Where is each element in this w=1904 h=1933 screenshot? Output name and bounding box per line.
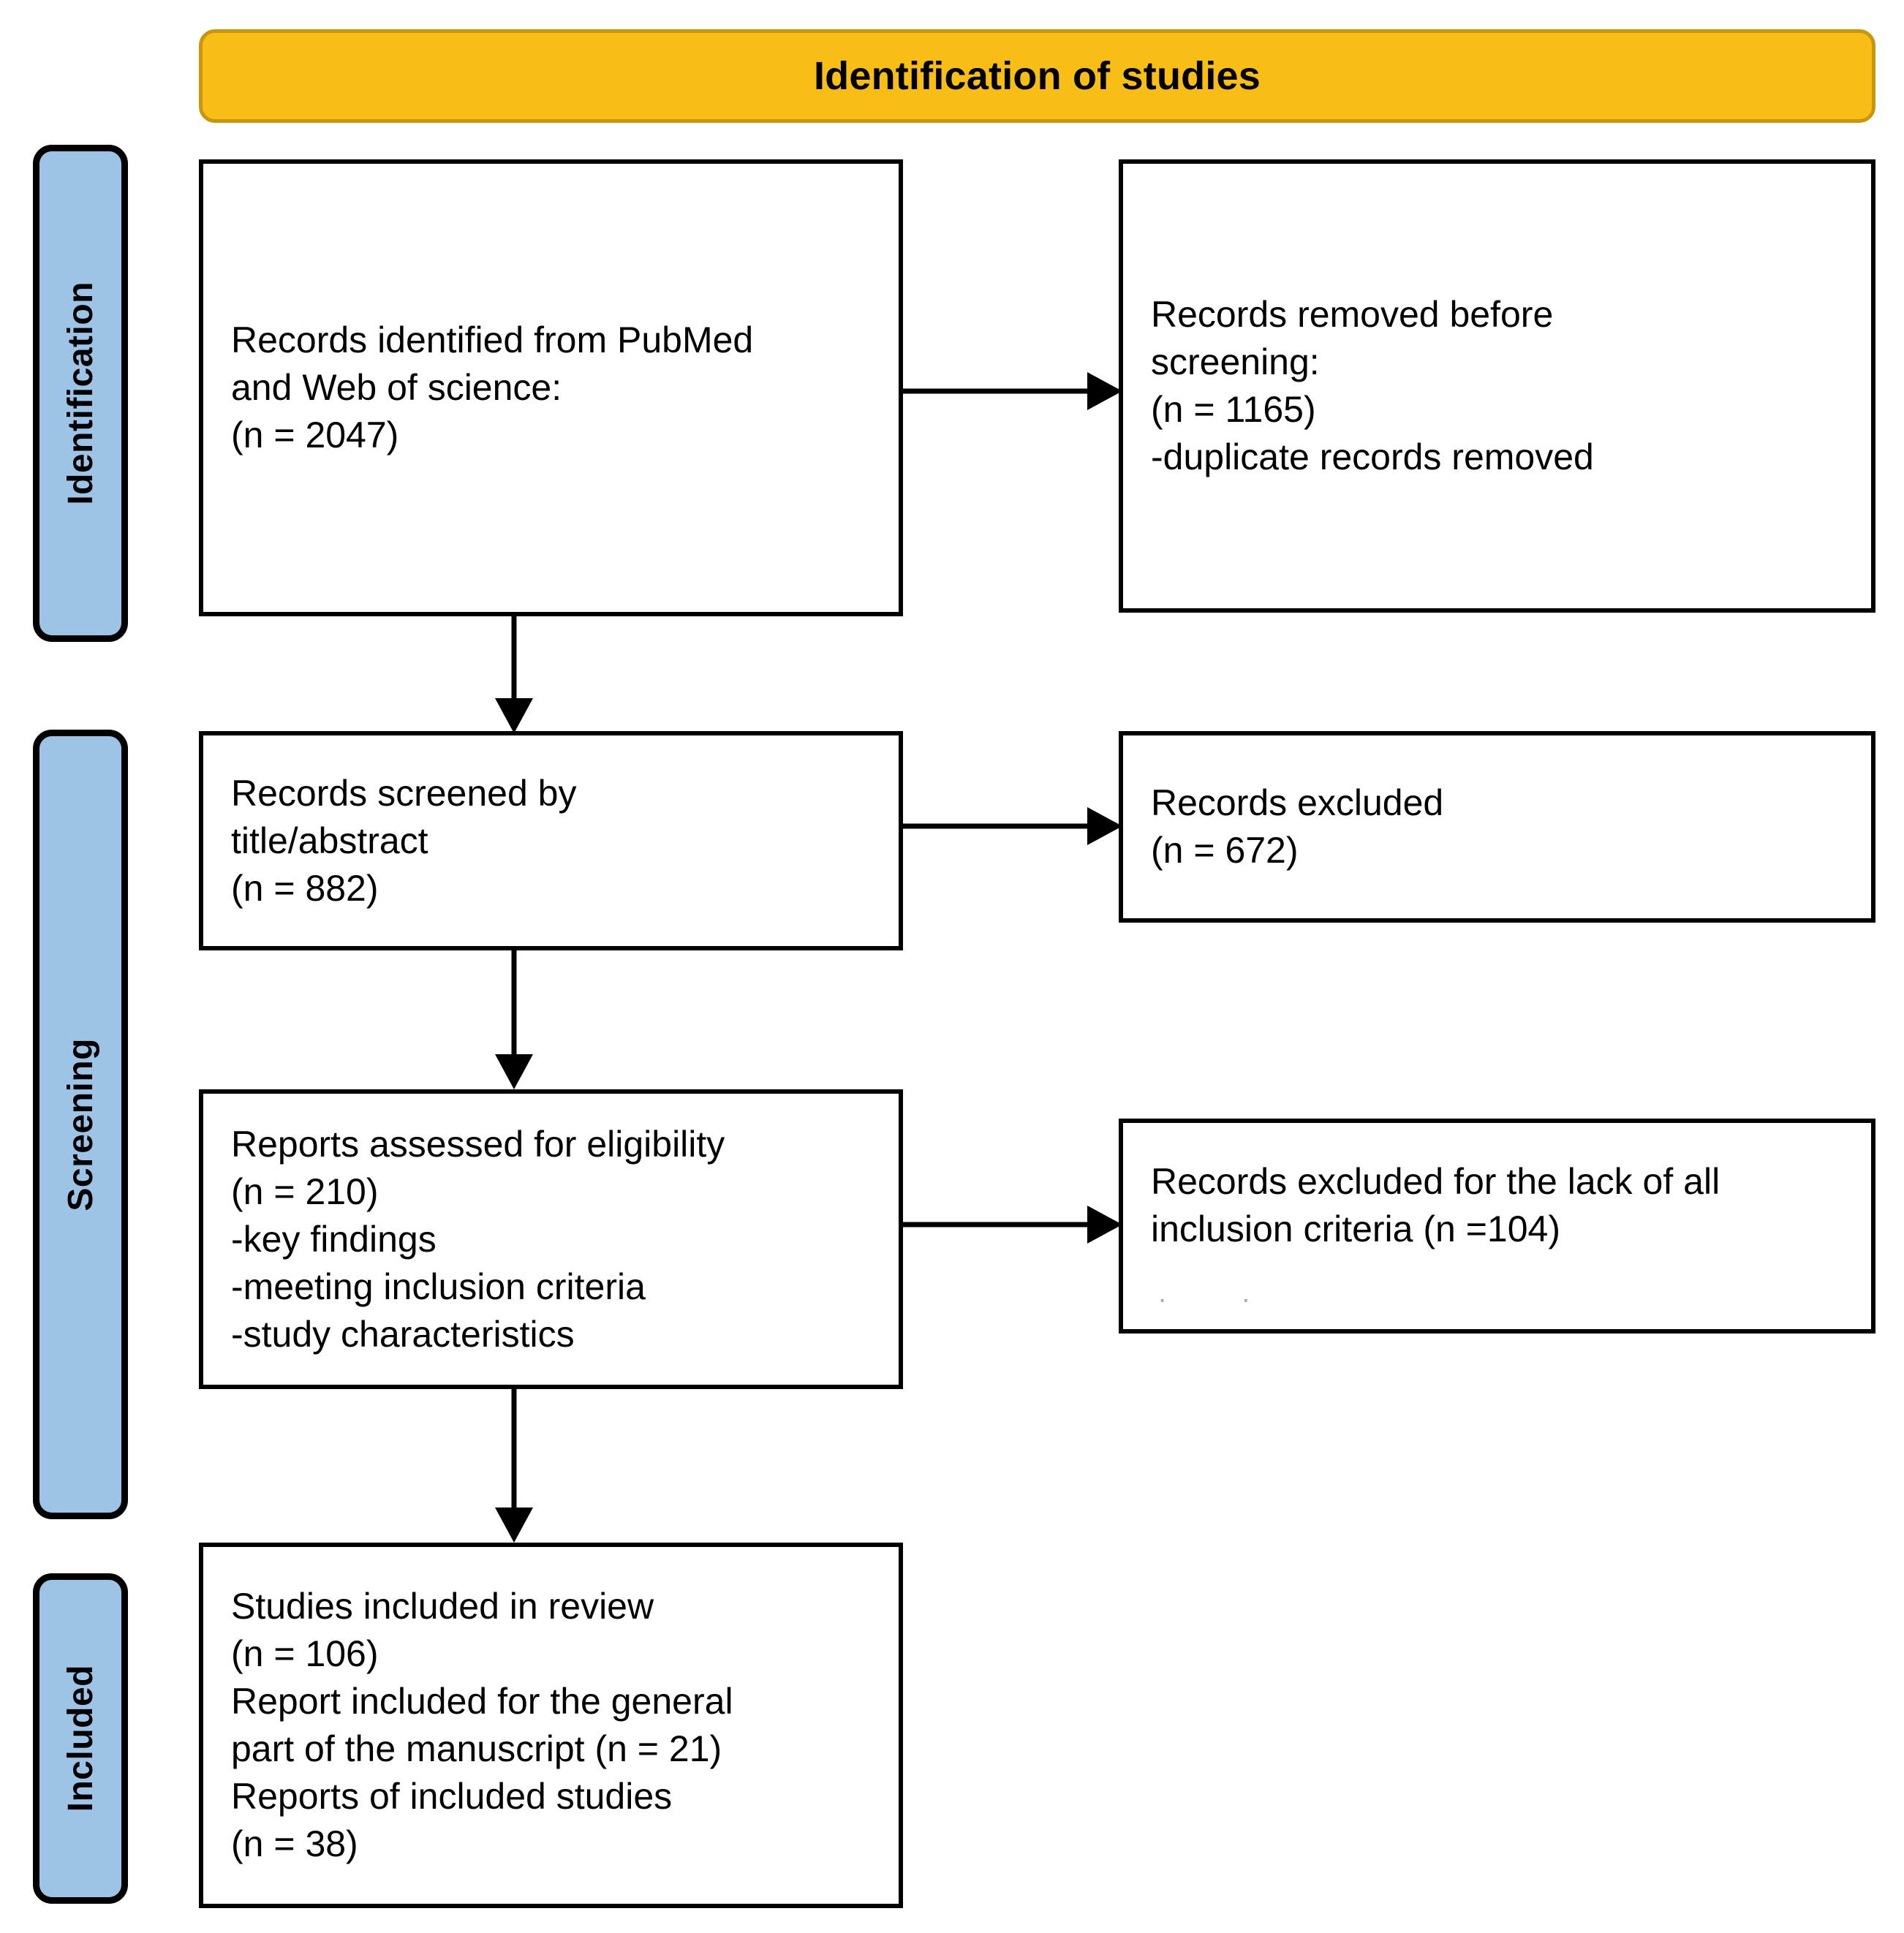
page-title: Identification of studies — [813, 54, 1261, 98]
artifact-marks: . . — [1158, 1276, 1284, 1309]
box-records-screened: Records screened by title/abstract (n = … — [199, 731, 903, 950]
box-line: -study characteristics — [231, 1313, 575, 1355]
box-reports-assessed: Reports assessed for eligibility (n = 21… — [199, 1089, 903, 1389]
arrow-screened-to-assessed — [492, 950, 536, 1089]
stage-label-identification: Identification — [61, 281, 100, 505]
box-records-identified: Records identified from PubMed and Web o… — [199, 159, 903, 616]
box-line: Reports assessed for eligibility — [231, 1123, 725, 1165]
arrow-identified-to-removed — [903, 369, 1122, 413]
box-line: Records removed before — [1151, 294, 1554, 335]
arrow-screened-to-excluded — [903, 804, 1122, 848]
stage-pill-identification: Identification — [33, 145, 128, 642]
box-line: Reports of included studies — [231, 1776, 673, 1817]
box-line: -key findings — [231, 1218, 437, 1260]
box-records-excluded-criteria: Records excluded for the lack of all inc… — [1119, 1119, 1875, 1334]
arrow-identified-to-screened — [492, 616, 536, 733]
box-line: (n = 1165) — [1151, 389, 1316, 430]
box-studies-included: Studies included in review (n = 106) Rep… — [199, 1543, 903, 1908]
box-line: -duplicate records removed — [1151, 436, 1594, 477]
identification-banner: Identification of studies — [199, 29, 1875, 123]
box-line: part of the manuscript (n = 21) — [231, 1728, 722, 1769]
box-line: (n = 672) — [1151, 830, 1299, 871]
arrow-assessed-to-included — [492, 1389, 536, 1543]
box-records-removed: Records removed before screening: (n = 1… — [1119, 159, 1875, 613]
box-line: (n = 38) — [231, 1823, 358, 1864]
box-line: Records excluded — [1151, 782, 1444, 823]
box-line: -meeting inclusion criteria — [231, 1266, 646, 1307]
box-line: screening: — [1151, 341, 1320, 382]
box-line: Records screened by — [231, 772, 577, 814]
stage-label-screening: Screening — [61, 1037, 100, 1211]
box-line: (n = 106) — [231, 1633, 379, 1674]
stage-pill-included: Included — [33, 1573, 128, 1904]
box-line: (n = 210) — [231, 1170, 379, 1212]
box-line: title/abstract — [231, 820, 428, 861]
box-line: (n = 2047) — [231, 415, 399, 455]
box-line: Studies included in review — [231, 1586, 654, 1627]
box-line: Records excluded for the lack of all — [1151, 1161, 1720, 1202]
arrow-assessed-to-excluded-criteria — [903, 1203, 1122, 1247]
box-line: inclusion criteria (n =104) — [1151, 1208, 1560, 1249]
box-line: and Web of science: — [231, 367, 562, 408]
box-records-excluded: Records excluded (n = 672) — [1119, 731, 1875, 923]
stage-pill-screening: Screening — [33, 730, 128, 1519]
box-line: Records identified from PubMed — [231, 319, 754, 360]
box-line: (n = 882) — [231, 867, 379, 909]
stage-label-included: Included — [61, 1665, 100, 1812]
box-line: Report included for the general — [231, 1681, 733, 1722]
